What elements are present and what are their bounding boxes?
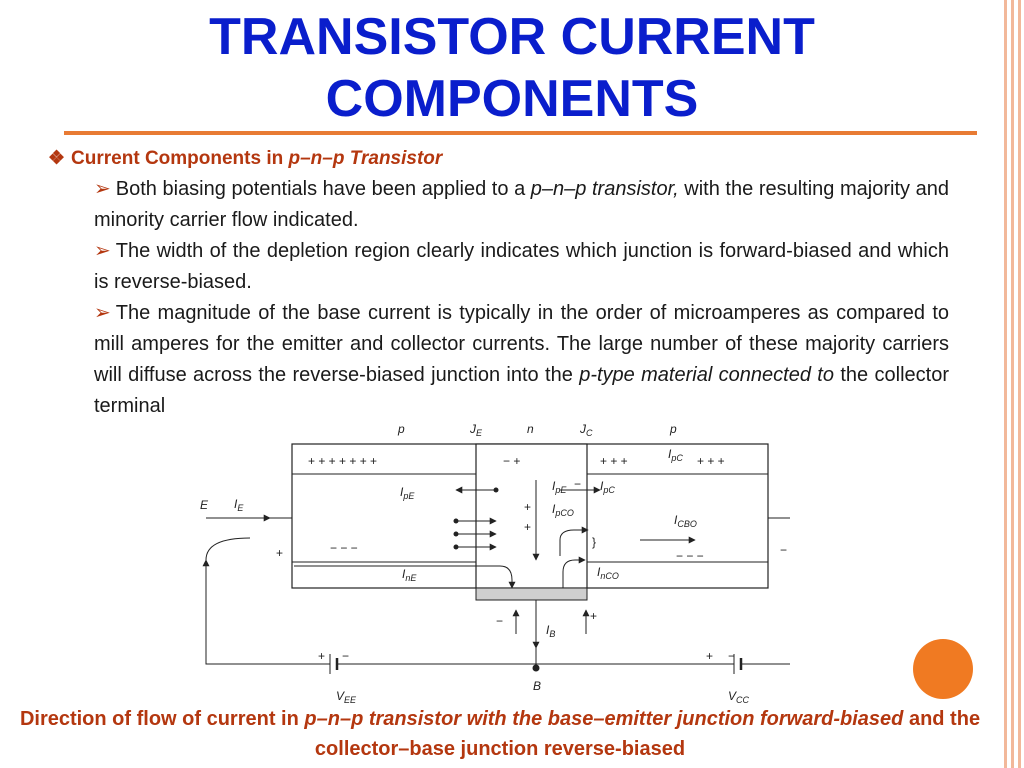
bullet-1-italic: p–n–p transistor, — [530, 178, 679, 200]
arrow-inco — [562, 556, 586, 588]
emitter-terminal-label: E — [200, 498, 209, 512]
hole-dot — [453, 518, 459, 524]
frame-line-mid — [1011, 0, 1014, 768]
emitter-electrons: − − − — [330, 541, 358, 555]
current-label-ipco: IpCO — [552, 502, 574, 518]
bullet-item-3: ➢The magnitude of the base current is ty… — [94, 298, 949, 422]
title-line-1: TRANSISTOR CURRENT — [209, 8, 815, 66]
current-label-ipc: IpC — [600, 479, 615, 495]
heading-prefix: Current Components in — [71, 148, 289, 169]
arrow-ine — [294, 565, 516, 589]
base-minus-top: − — [574, 477, 581, 491]
section-heading: ❖Current Components in p–n–p Transistor — [48, 147, 442, 170]
caption-text-1: Direction of flow of current in — [19, 708, 305, 730]
bullet-2-text: The width of the depletion region clearl… — [94, 240, 949, 293]
vcc-label: VCC — [728, 689, 750, 705]
base-plus-2: + — [524, 520, 531, 534]
title-rule — [64, 131, 977, 135]
base-carriers: − + — [503, 454, 520, 468]
collector-electrons: − − − — [676, 549, 704, 563]
collector-holes-left: + + + — [600, 454, 628, 468]
current-label-ib: IB — [546, 623, 555, 639]
junction-jc: JC — [579, 422, 593, 438]
current-label-icbo: ICBO — [674, 513, 697, 529]
diamond-bullet-icon: ❖ — [48, 148, 66, 169]
frame-line-left — [1004, 0, 1007, 768]
vcc-minus: − — [728, 649, 735, 663]
decorative-circle — [913, 639, 973, 699]
arrow-bullet-icon: ➢ — [94, 240, 111, 262]
vcc-plus: + — [706, 649, 713, 663]
emitter-plus: + — [276, 546, 283, 560]
brace-mark: } — [592, 535, 596, 549]
arrow-bullet-icon: ➢ — [94, 178, 111, 200]
figure-caption: Direction of flow of current in p–n–p tr… — [0, 704, 1000, 764]
current-label-ine: InE — [402, 567, 417, 583]
current-label-ipe: IpE — [400, 485, 415, 501]
heading-italic: p–n–p Transistor — [288, 148, 443, 169]
hole-dot — [493, 487, 499, 493]
current-label-ipe-base: IpE — [552, 479, 567, 495]
slide-title: TRANSISTOR CURRENT COMPONENTS — [0, 6, 1024, 130]
base-plus-bottom: + — [590, 609, 597, 623]
bullet-1-text-end: with the resulting majority and minority… — [94, 178, 949, 231]
base-minus-bottom: − — [496, 614, 503, 628]
pnp-current-diagram: p n p JE JC + + + + + + + − + + + + + + … — [190, 420, 790, 708]
bullet-1-text: Both biasing potentials have been applie… — [115, 178, 531, 200]
hole-dot — [453, 531, 459, 537]
arrow-bullet-icon: ➢ — [94, 302, 111, 324]
bullet-3-text: The magnitude of the base current is typ… — [94, 302, 949, 386]
bullet-3-text-end: the collector terminal — [94, 364, 949, 417]
depletion-region — [475, 587, 588, 601]
caption-text-2: and the collector–base junction reverse-… — [314, 708, 981, 760]
collector-holes-right: + + + — [697, 454, 725, 468]
base-region — [475, 443, 588, 589]
vee-label: VEE — [336, 689, 357, 705]
vee-plus: + — [318, 649, 325, 663]
current-label-inco: InCO — [597, 565, 619, 581]
title-line-2: COMPONENTS — [325, 70, 699, 128]
hole-dot — [453, 544, 459, 550]
region-n-base: n — [527, 422, 534, 436]
bullet-list: ➢Both biasing potentials have been appli… — [94, 174, 949, 422]
arrow-ipco — [559, 526, 589, 556]
vee-minus: − — [342, 649, 349, 663]
region-p-emitter: p — [397, 422, 405, 436]
emitter-holes: + + + + + + + — [308, 454, 377, 468]
current-label-ie: IE — [234, 497, 244, 513]
current-label-ipc-top: IpC — [668, 447, 683, 463]
collector-minus: − — [780, 543, 787, 557]
region-p-collector: p — [669, 422, 677, 436]
caption-italic: p–n–p transistor with the base–emitter j… — [304, 708, 904, 730]
bullet-item-1: ➢Both biasing potentials have been appli… — [94, 174, 949, 236]
base-node — [532, 664, 540, 672]
junction-je: JE — [469, 422, 483, 438]
base-plus-1: + — [524, 500, 531, 514]
bullet-3-italic: p-type material connected to — [579, 364, 834, 386]
frame-line-right — [1018, 0, 1021, 768]
bullet-item-2: ➢The width of the depletion region clear… — [94, 236, 949, 298]
base-terminal-label: B — [533, 679, 541, 693]
